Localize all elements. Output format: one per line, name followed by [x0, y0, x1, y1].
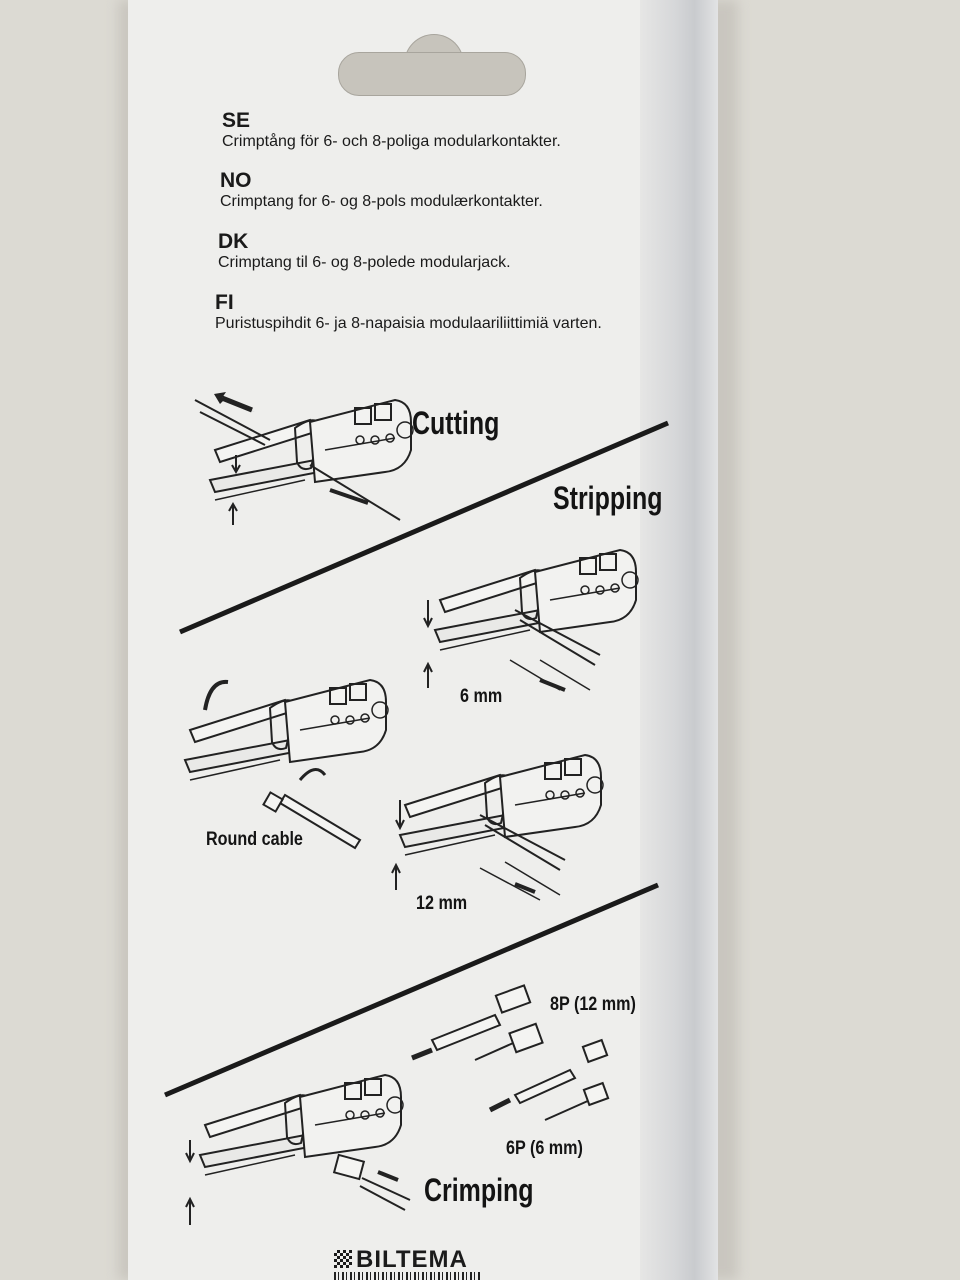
step-cutting-label: Cutting — [412, 405, 500, 441]
round-cable-illustration — [184, 679, 389, 850]
hang-hole — [338, 52, 526, 96]
brand-logo: BILTEMA — [356, 1246, 468, 1273]
crimping-illustration — [185, 1074, 411, 1225]
lang-block-se: SE Crimptång för 6- och 8-poliga modular… — [222, 110, 642, 151]
stripping-12mm-illustration — [391, 754, 604, 901]
connectors-8p-illustration — [411, 984, 544, 1061]
lang-block-fi: FI Puristuspihdit 6- ja 8-napaisia modul… — [215, 292, 615, 333]
lang-code: NO — [220, 169, 252, 192]
lang-code: SE — [222, 109, 251, 132]
connector-6p-label: 6P (6 mm) — [506, 1138, 583, 1159]
divider-line — [164, 882, 659, 1098]
stripping-6mm-illustration — [423, 549, 639, 692]
lang-text: Puristuspihdit 6- ja 8-napaisia modulaar… — [215, 315, 602, 332]
lang-code: DK — [218, 230, 249, 253]
lang-text: Crimptång för 6- och 8-poliga modularkon… — [222, 133, 561, 150]
step-crimping-label: Crimping — [424, 1172, 534, 1208]
connectors-6p-illustration — [488, 1038, 610, 1121]
divider-line — [179, 420, 669, 635]
lang-text: Crimptang til 6- og 8-polede modularjack… — [218, 254, 511, 271]
brand-checker-icon — [334, 1250, 352, 1268]
lang-text: Crimptang for 6- og 8-pols modulærkontak… — [220, 193, 543, 210]
strip-12mm-label: 12 mm — [416, 893, 468, 914]
lang-block-dk: DK Crimptang til 6- og 8-polede modularj… — [218, 231, 638, 272]
barcode — [334, 1272, 480, 1280]
round-cable-label: Round cable — [206, 829, 303, 850]
connector-8p-label: 8P (12 mm) — [550, 994, 636, 1015]
lang-code: FI — [215, 291, 234, 314]
strip-6mm-label: 6 mm — [460, 686, 503, 707]
cutting-illustration — [194, 392, 414, 525]
plastic-blister-edge — [640, 0, 718, 1280]
lang-block-no: NO Crimptang for 6- og 8-pols modulærkon… — [220, 170, 640, 211]
step-stripping-label: Stripping — [553, 480, 663, 516]
